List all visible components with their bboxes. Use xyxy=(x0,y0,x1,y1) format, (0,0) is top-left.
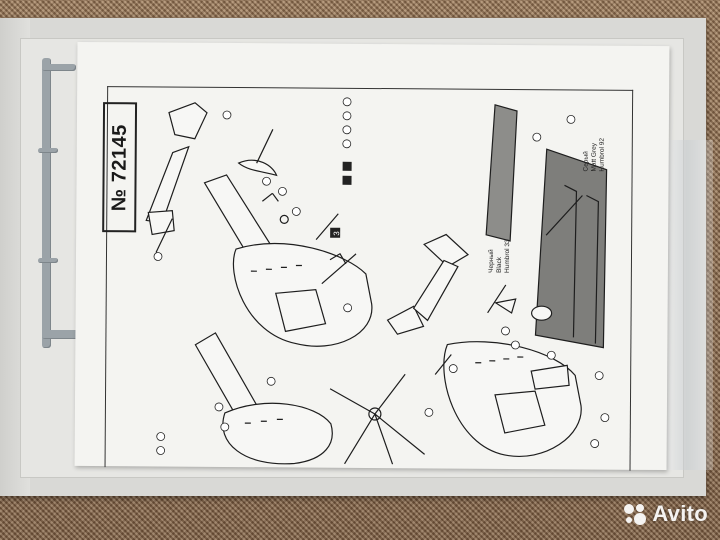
assembly-diagram: 3 xyxy=(145,97,610,465)
paint-name-en: Matt Grey xyxy=(590,142,598,172)
paint-name-ru: Черный xyxy=(487,249,496,273)
svg-text:3: 3 xyxy=(332,231,341,236)
avito-brand-text: Avito xyxy=(652,501,708,526)
avito-watermark: Avito xyxy=(622,500,708,528)
paint-name-en: Black xyxy=(495,256,503,273)
plastic-sprue xyxy=(36,58,84,348)
avito-logo-icon xyxy=(624,504,647,525)
option-a-badge xyxy=(342,175,352,185)
paint-note-black: Черный Black Humbrol 33 xyxy=(488,239,512,273)
paint-code: Humbrol 33 xyxy=(503,239,512,273)
paint-code: Humbrol 92 xyxy=(598,137,606,172)
part-callouts xyxy=(153,97,610,455)
paint-name-ru: Серый xyxy=(582,151,590,172)
option-b-badge xyxy=(342,161,352,171)
instruction-sheet: № 72145 xyxy=(74,41,670,471)
step-badge: 3 xyxy=(330,227,341,238)
paint-note-grey: Серый Matt Grey Humbrol 92 xyxy=(583,138,607,172)
